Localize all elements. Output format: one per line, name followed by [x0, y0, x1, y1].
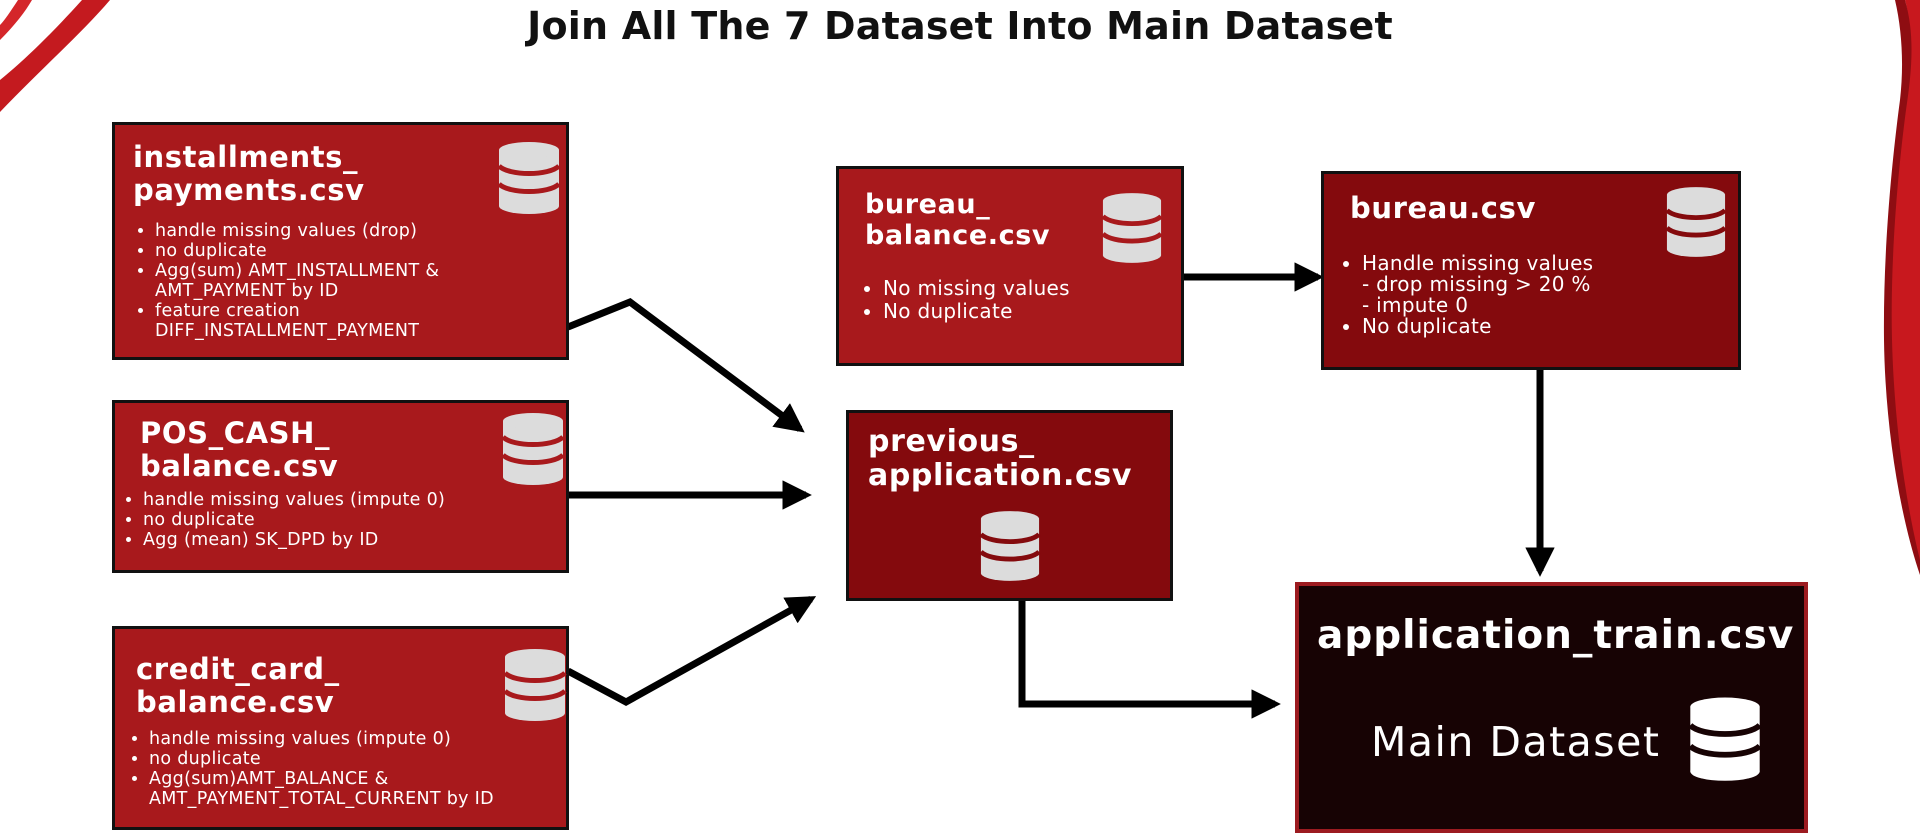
node-previous-application: previous_ application.csv [846, 410, 1173, 601]
list-item: feature creation DIFF_INSTALLMENT_PAYMEN… [155, 301, 555, 341]
list-item: Agg (mean) SK_DPD by ID [143, 530, 563, 550]
list-item: no duplicate [143, 510, 563, 530]
node-pos-cash-balance: POS_CASH_ balance.csv handle missing val… [112, 400, 569, 573]
node-bureau-balance: bureau_ balance.csv No missing values No… [836, 166, 1184, 366]
node-title: previous_ application.csv [868, 424, 1132, 493]
node-bureau: bureau.csv Handle missing values - drop … [1321, 171, 1741, 370]
node-installments-payments: installments_ payments.csv handle missin… [112, 122, 569, 360]
node-title: bureau.csv [1350, 191, 1536, 225]
database-icon [501, 413, 565, 485]
bullet-list: handle missing values (impute 0) no dupl… [127, 729, 569, 809]
node-title: credit_card_ balance.csv [136, 652, 340, 719]
list-item: no duplicate [155, 241, 555, 261]
diagram-title: Join All The 7 Dataset Into Main Dataset [527, 4, 1393, 48]
arrow-credit-card-to-previous [566, 595, 817, 706]
list-item: Agg(sum)AMT_BALANCE & AMT_PAYMENT_TOTAL_… [149, 769, 569, 809]
bullet-list: handle missing values (drop) no duplicat… [133, 221, 555, 341]
bullet-list: Handle missing values - drop missing > 2… [1340, 253, 1692, 337]
list-item: handle missing values (impute 0) [143, 490, 563, 510]
list-item: Handle missing values - drop missing > 2… [1362, 253, 1692, 316]
arrow-installments-to-previous [566, 298, 805, 433]
node-title: installments_ payments.csv [133, 140, 365, 207]
list-item: No duplicate [883, 300, 1183, 323]
bullet-list: handle missing values (impute 0) no dupl… [121, 490, 563, 550]
database-icon [1101, 193, 1163, 263]
list-item: no duplicate [149, 749, 569, 769]
node-title: bureau_ balance.csv [865, 189, 1051, 251]
list-item: Agg(sum) AMT_INSTALLMENT & AMT_PAYMENT b… [155, 261, 555, 301]
list-item: handle missing values (drop) [155, 221, 555, 241]
database-icon [979, 511, 1041, 581]
node-title: POS_CASH_ balance.csv [140, 416, 339, 483]
node-credit-card-balance: credit_card_ balance.csv handle missing … [112, 626, 569, 830]
arrow-previous-to-main [1018, 599, 1281, 719]
main-dataset-label: Main Dataset [1371, 718, 1661, 766]
bullet-list: No missing values No duplicate [861, 277, 1183, 323]
database-icon [1665, 187, 1727, 257]
list-item: handle missing values (impute 0) [149, 729, 569, 749]
database-icon [503, 649, 567, 721]
list-item: No missing values [883, 277, 1183, 300]
node-application-train: application_train.csv Main Dataset [1295, 582, 1808, 833]
database-icon [1688, 697, 1762, 781]
database-icon [497, 142, 561, 214]
node-title: application_train.csv [1317, 613, 1795, 658]
list-item: No duplicate [1362, 316, 1692, 337]
